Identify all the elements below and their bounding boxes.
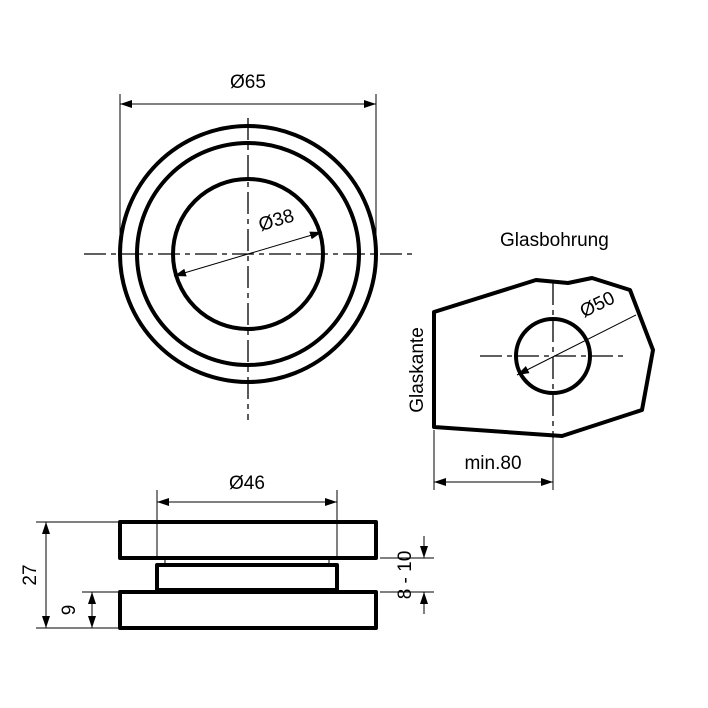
inner-diameter-dimension-line	[173, 231, 323, 277]
glass-hole	[514, 317, 592, 395]
side-diameter-label: Ø46	[229, 473, 265, 494]
middle-spacer	[155, 563, 339, 592]
glass-edge-label: Glaskante	[407, 327, 428, 413]
glass-thickness-label: 8 - 10	[395, 551, 416, 600]
inner-diameter-label: Ø38	[256, 205, 296, 236]
glass-bore-view: Glasbohrung Ø50 Glaskante min.80	[407, 230, 655, 490]
glass-pane-outline	[432, 276, 655, 438]
glass-hole-dimension-line	[516, 314, 637, 376]
base-height-label: 9	[59, 605, 80, 616]
top-view: Ø65 Ø38	[84, 72, 412, 420]
outer-diameter-label: Ø65	[230, 72, 266, 93]
top-cap-plate	[118, 520, 378, 560]
glass-hole-diameter-label: Ø50	[577, 288, 618, 323]
side-view: Ø46 27 9 8 - 10	[20, 473, 434, 630]
base-plate	[118, 590, 378, 630]
total-height-label: 27	[20, 564, 41, 585]
glass-bore-heading: Glasbohrung	[500, 230, 609, 251]
edge-distance-label: min.80	[464, 453, 521, 474]
